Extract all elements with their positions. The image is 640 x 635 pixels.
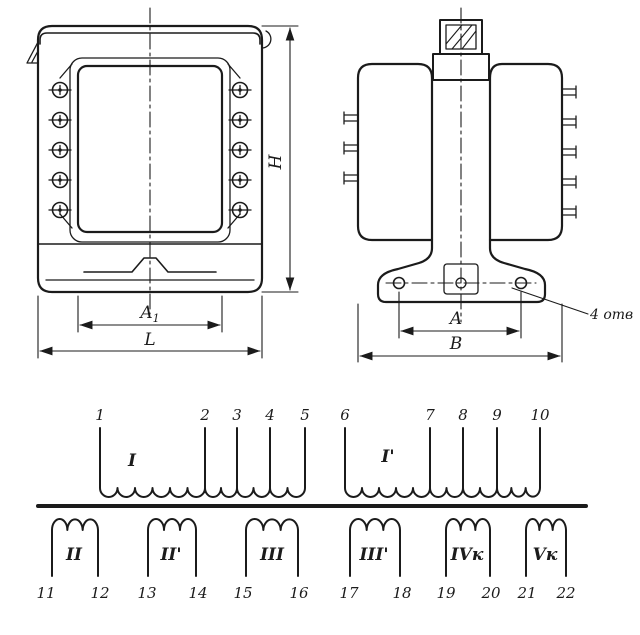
side-terminal-bolt <box>561 85 577 99</box>
dim-L-extensions <box>37 295 263 359</box>
terminal-bolt <box>228 81 252 99</box>
winding-III-prime <box>349 518 401 577</box>
winding-label-I: I <box>127 451 137 471</box>
side-terminal-bolt <box>561 205 577 219</box>
side-left-lobe <box>356 62 434 242</box>
terminal-number: 15 <box>233 584 252 602</box>
terminal-number: 22 <box>555 584 575 602</box>
dim-L-label: L <box>143 330 155 350</box>
terminal-bolt <box>48 201 72 219</box>
winding-IVk <box>445 518 491 577</box>
front-band-line <box>39 32 261 45</box>
terminal-number: 10 <box>530 406 550 424</box>
dim-A1-label: A1 <box>138 303 159 325</box>
winding-label-III: III <box>259 545 285 565</box>
winding-schematic: 1 2 3 4 5 6 7 8 9 10 11 12 13 14 15 16 1… <box>36 406 588 602</box>
front-corner-ties <box>59 63 241 229</box>
front-case-outline <box>36 24 264 294</box>
winding-II <box>51 518 99 577</box>
winding-Vk <box>525 518 567 577</box>
terminal-number: 7 <box>425 406 435 424</box>
terminal-bolt <box>228 171 252 189</box>
dim-A-label: A <box>448 309 462 329</box>
side-view: A B 4 отв <box>343 7 633 363</box>
side-terminal-bolt <box>561 115 577 129</box>
terminal-number: 9 <box>492 406 502 424</box>
winding-II-prime <box>147 518 197 577</box>
terminal-number: 5 <box>300 406 310 424</box>
terminal-number: 21 <box>516 584 536 602</box>
terminal-number: 16 <box>289 584 309 602</box>
terminal-bolt <box>48 81 72 99</box>
terminal-number: 20 <box>480 584 501 602</box>
winding-III <box>245 518 299 577</box>
side-right-lobe <box>488 62 564 242</box>
terminal-bolt <box>48 141 72 159</box>
terminal-number: 12 <box>90 584 109 602</box>
terminal-number: 19 <box>436 584 456 602</box>
holes-note-label: 4 отв <box>589 307 633 323</box>
front-bracket-tab <box>83 257 217 273</box>
terminal-number: 17 <box>339 584 359 602</box>
side-terminal-bolt <box>343 111 359 125</box>
front-band-end <box>261 30 272 49</box>
terminal-number: 14 <box>188 584 207 602</box>
terminal-number: 8 <box>458 406 468 424</box>
side-terminal-bolt <box>561 175 577 189</box>
winding-I <box>99 427 306 498</box>
dim-A-extensions <box>398 291 522 339</box>
front-view: H A1 L <box>26 7 299 359</box>
winding-label-IVk: IVк <box>450 545 484 565</box>
winding-label-III-prime: III' <box>358 545 388 565</box>
winding-label-I-prime: I' <box>380 447 394 467</box>
dim-H-label: H <box>266 153 286 170</box>
side-terminal-bolt <box>343 141 359 155</box>
dim-A1-extensions <box>77 295 223 333</box>
holes-leader-line <box>511 287 589 315</box>
terminal-number: 6 <box>340 406 350 424</box>
terminal-number: 2 <box>199 406 210 424</box>
side-terminal-bolt <box>343 171 359 185</box>
winding-label-Vk: Vк <box>533 545 558 565</box>
side-terminal-bolt <box>561 145 577 159</box>
terminal-number: 18 <box>392 584 411 602</box>
side-cap-hatch <box>445 24 477 50</box>
terminal-bolt <box>228 141 252 159</box>
terminal-bolt <box>48 111 72 129</box>
terminal-bolt <box>228 201 252 219</box>
terminal-bolt <box>48 171 72 189</box>
front-clamp-ear <box>26 41 39 64</box>
terminal-number: 3 <box>232 406 242 424</box>
dim-H-extensions <box>261 25 299 293</box>
terminal-number: 1 <box>95 406 105 424</box>
terminal-bolt <box>228 111 252 129</box>
terminal-number: 11 <box>36 584 55 602</box>
dim-B-extensions <box>357 303 563 363</box>
winding-label-II: II <box>65 545 83 565</box>
dim-B-label: B <box>449 334 463 354</box>
terminal-number: 13 <box>137 584 156 602</box>
winding-I-prime <box>344 427 541 498</box>
terminal-number: 4 <box>264 406 275 424</box>
winding-label-II-prime: II' <box>159 545 181 565</box>
